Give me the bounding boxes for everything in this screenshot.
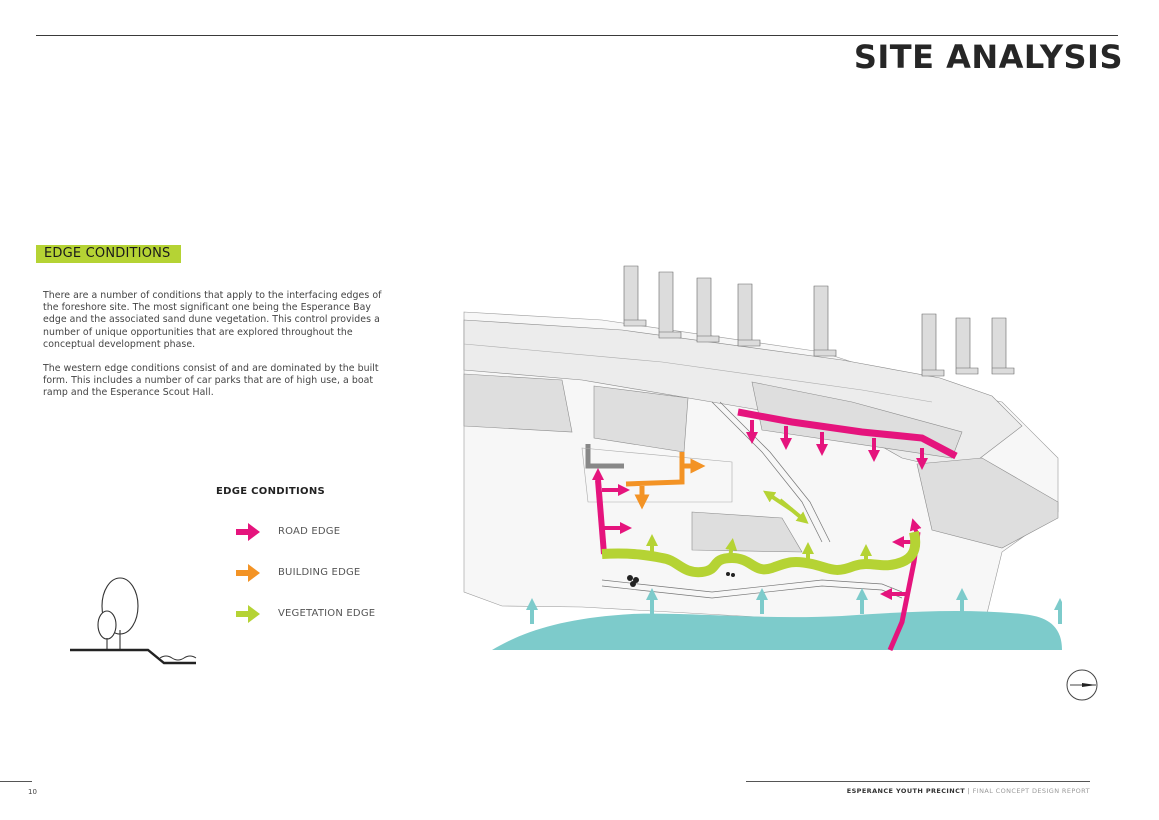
- footer-report: FINAL CONCEPT DESIGN REPORT: [972, 787, 1090, 795]
- legend-label: VEGETATION EDGE: [278, 608, 376, 619]
- footer-rule-right: [746, 781, 1090, 782]
- esperance-bay-water: [492, 610, 1062, 650]
- paragraph-western-edge: The western edge conditions consist of a…: [43, 363, 379, 399]
- footer-separator: |: [965, 787, 973, 795]
- legend-label: ROAD EDGE: [278, 526, 341, 537]
- water-arrows: [526, 588, 1062, 624]
- footer-rule-left: [0, 781, 32, 782]
- page-title: SITE ANALYSIS: [853, 38, 1123, 76]
- building-edge-arrows: [625, 452, 706, 510]
- arrow-right-icon: [236, 605, 260, 623]
- legend: EDGE CONDITIONS ROAD EDGE BUILDING EDGE …: [216, 486, 416, 623]
- page-number: 10: [28, 788, 37, 796]
- site-map: [463, 265, 1062, 651]
- northern-buildings: [623, 265, 1015, 377]
- north-arrow-icon: [1066, 669, 1098, 701]
- vegetation-edge-arrows: [646, 490, 872, 562]
- dune-section-icon: [70, 577, 197, 665]
- legend-label: BUILDING EDGE: [278, 567, 361, 578]
- vegetation-edge: [601, 530, 921, 578]
- legend-item-vegetation-edge: VEGETATION EDGE: [234, 602, 414, 626]
- road-edge-arrows: [592, 420, 928, 600]
- top-rule: [36, 35, 1118, 36]
- section-heading: EDGE CONDITIONS: [36, 245, 181, 263]
- body-text: There are a number of conditions that ap…: [43, 290, 393, 412]
- legend-item-road-edge: ROAD EDGE: [234, 520, 414, 544]
- footer-project: ESPERANCE YOUTH PRECINCT: [846, 787, 966, 795]
- paragraph-edge-intro: There are a number of conditions that ap…: [43, 290, 382, 350]
- tree-clump: [627, 572, 735, 587]
- footer: ESPERANCE YOUTH PRECINCT | FINAL CONCEPT…: [847, 787, 1090, 795]
- arrow-right-icon: [236, 564, 260, 582]
- legend-title: EDGE CONDITIONS: [216, 486, 325, 497]
- arrow-right-icon: [236, 523, 260, 541]
- legend-item-building-edge: BUILDING EDGE: [234, 561, 414, 585]
